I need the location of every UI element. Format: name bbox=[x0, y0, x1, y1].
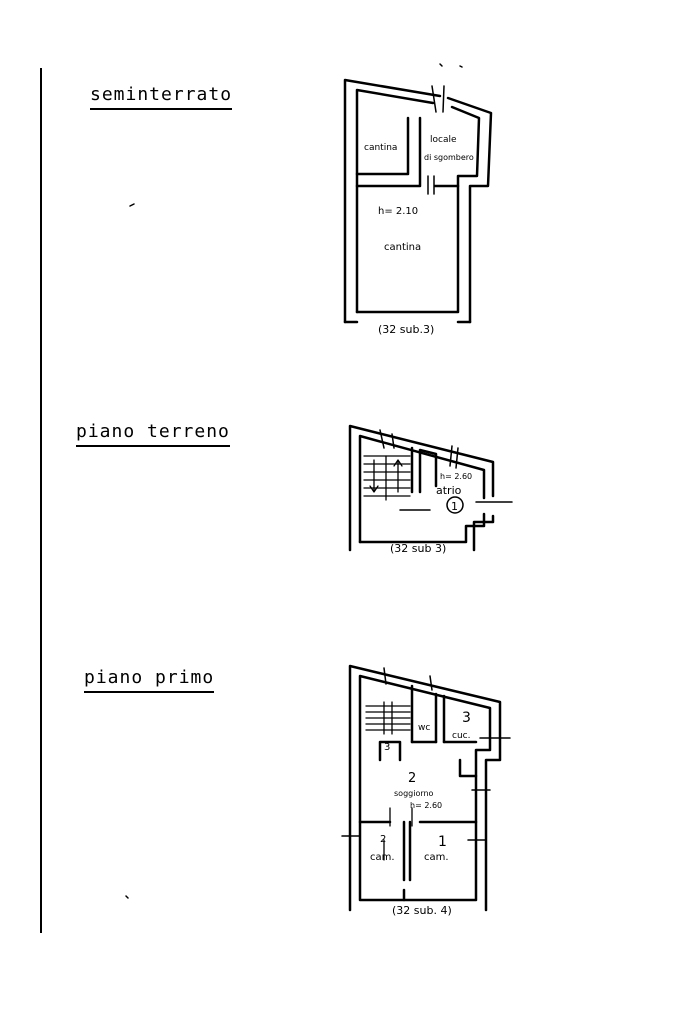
room-number-cam-right: 1 bbox=[438, 834, 447, 850]
room-label-cuc: cuc. bbox=[452, 731, 470, 741]
outer-wall bbox=[343, 78, 442, 324]
door-swing bbox=[383, 667, 433, 691]
title-underline bbox=[76, 445, 230, 447]
outer-wall bbox=[348, 424, 495, 552]
room-label-cam-left: cam. bbox=[370, 852, 395, 863]
room-label-cantina-large: cantina bbox=[384, 242, 421, 253]
stair bbox=[365, 701, 411, 735]
room-label-sgombero: di sgombero bbox=[424, 153, 474, 162]
room-label-cam-right: cam. bbox=[424, 852, 449, 863]
title-underline bbox=[84, 691, 215, 693]
partition-wall bbox=[378, 740, 402, 762]
title-underline bbox=[90, 108, 233, 110]
outer-wall bbox=[348, 664, 502, 912]
room-number-soggiorno: 2 bbox=[408, 771, 416, 786]
room-number-cuc: 3 bbox=[462, 710, 471, 726]
title-piano-primo: piano primo bbox=[84, 667, 215, 693]
partition-wall bbox=[402, 820, 412, 902]
plan-seminterrato bbox=[343, 78, 493, 324]
stair bbox=[363, 455, 411, 501]
door-swing bbox=[431, 85, 445, 113]
room-label-locale: locale bbox=[430, 135, 457, 145]
partition-wall bbox=[418, 448, 438, 494]
plan-piano-terreno bbox=[348, 424, 513, 552]
height-label-primo: h= 2.60 bbox=[410, 801, 442, 810]
room-label-cantina-small: cantina bbox=[364, 143, 397, 153]
outer-wall bbox=[446, 96, 493, 324]
door-gap bbox=[427, 175, 435, 195]
inner-wall bbox=[355, 105, 481, 314]
partition-wall bbox=[434, 692, 446, 744]
title-seminterrato: seminterrato bbox=[90, 84, 233, 110]
height-label-seminterrato: h= 2.10 bbox=[378, 206, 418, 217]
title-seminterrato-text: seminterrato bbox=[90, 84, 233, 105]
room-label-wc: wc bbox=[418, 723, 430, 733]
scan-specks bbox=[125, 63, 463, 899]
inner-wall bbox=[358, 512, 486, 544]
inner-wall bbox=[358, 434, 486, 544]
title-piano-terreno-text: piano terreno bbox=[76, 421, 230, 442]
cadastral-ref-terreno: (32 sub 3) bbox=[390, 542, 446, 555]
title-piano-primo-text: piano primo bbox=[84, 667, 215, 688]
partition-wall bbox=[355, 116, 422, 188]
left-margin-line bbox=[40, 68, 42, 933]
cadastral-ref-seminterrato: (32 sub.3) bbox=[378, 323, 434, 336]
door-swing bbox=[379, 429, 459, 469]
cadastral-ref-primo: (32 sub. 4) bbox=[392, 904, 452, 917]
height-label-terreno: h= 2.60 bbox=[440, 472, 472, 481]
stair-number: 3 bbox=[384, 742, 390, 753]
title-piano-terreno: piano terreno bbox=[76, 421, 230, 447]
window-mark bbox=[341, 737, 511, 841]
room-label-atrio: atrio bbox=[436, 484, 462, 497]
room-label-soggiorno: soggiorno bbox=[394, 789, 434, 798]
inner-wall bbox=[355, 88, 435, 314]
inner-wall bbox=[358, 674, 492, 902]
room-number-circle bbox=[446, 496, 464, 514]
door-mark bbox=[383, 807, 413, 861]
room-number-atrio: 1 bbox=[451, 500, 458, 513]
partition-wall bbox=[458, 758, 478, 778]
plan-piano-primo bbox=[341, 664, 511, 912]
room-number-cam-left: 2 bbox=[380, 834, 386, 845]
partition-wall bbox=[355, 116, 410, 176]
